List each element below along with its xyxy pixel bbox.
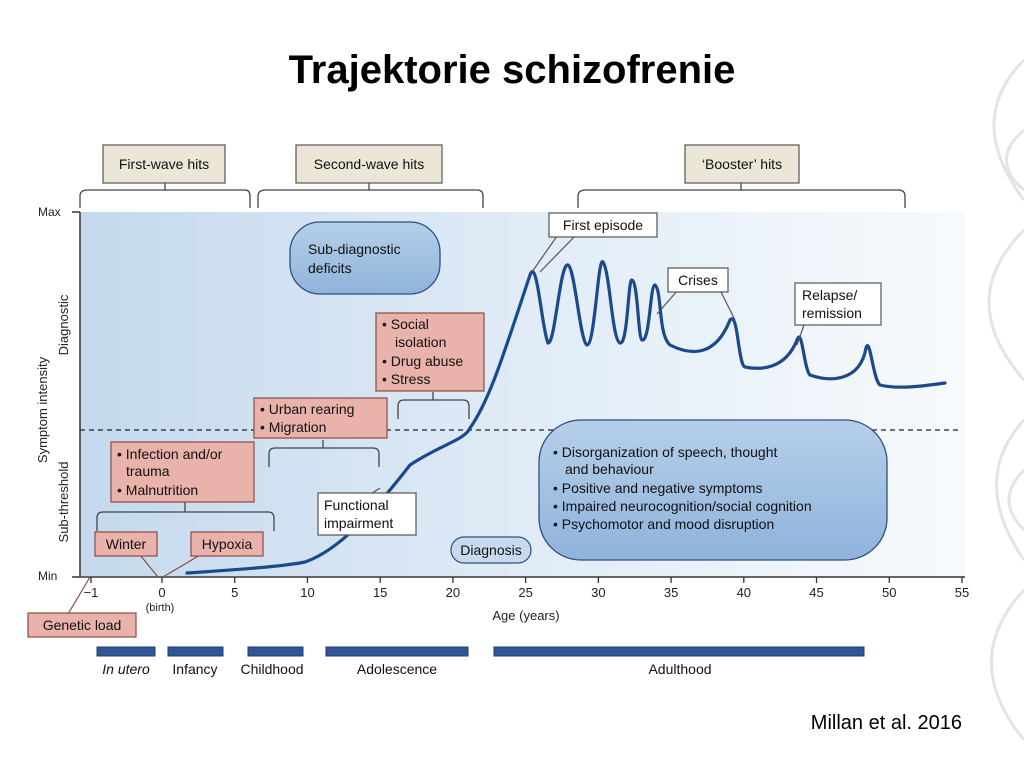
subdiagnostic-label-2: deficits: [308, 260, 352, 276]
functional-label-2: impairment: [324, 515, 393, 531]
stage-adulthood: Adulthood: [648, 661, 711, 677]
first-wave-label: First-wave hits: [119, 156, 209, 172]
diagnosis-label: Diagnosis: [460, 542, 521, 558]
hypoxia-label: Hypoxia: [202, 536, 253, 552]
diagnosis-pill: [450, 536, 532, 564]
trajectory-curve: [185, 260, 947, 575]
relapse-label-2: remission: [802, 305, 862, 321]
x-tick-label: 25: [518, 585, 532, 600]
x-tick-label: 50: [882, 585, 896, 600]
x-tick-label: −1: [84, 585, 99, 600]
y-subthreshold-label: Sub-threshold: [56, 462, 71, 543]
stage-infancy: Infancy: [172, 661, 217, 677]
crises-label: Crises: [678, 272, 718, 288]
second-wave-label: Second-wave hits: [314, 156, 425, 172]
citation: Millan et al. 2016: [810, 712, 962, 734]
x-tick-label: 40: [737, 585, 751, 600]
genetic-load-label: Genetic load: [43, 617, 122, 633]
stage-in-utero: In utero: [102, 661, 150, 677]
urban-box: [253, 397, 388, 439]
x-tick-label: 45: [809, 585, 823, 600]
symptoms-pill: [538, 419, 888, 561]
relapse-box: [794, 282, 882, 326]
slide-title: Trajektorie schizofrenie: [288, 48, 736, 92]
y-diagnostic-label: Diagnostic: [56, 294, 71, 355]
first-episode-box: [548, 212, 658, 238]
booster-box: [684, 144, 800, 184]
symptom-line-5: • Psychomotor and mood disruption: [553, 516, 774, 532]
genetic-load-box: [27, 612, 137, 638]
functional-label-1: Functional: [324, 497, 389, 513]
symptom-line-2: and behaviour: [565, 461, 654, 477]
infection-line-1: • Infection and/or: [117, 446, 223, 462]
birth-note: (birth): [146, 602, 175, 614]
decorative-pattern: [987, 58, 1024, 741]
y-axis-title: Symptom intensity: [35, 356, 50, 463]
social-line-2: isolation: [395, 334, 446, 350]
hit-brackets: [79, 183, 906, 208]
stage-adolescence: Adolescence: [357, 661, 437, 677]
crises-box: [667, 267, 729, 293]
x-tick-label: 15: [373, 585, 387, 600]
subdiagnostic-label-1: Sub-diagnostic: [308, 241, 401, 257]
subdiagnostic-pill: [289, 221, 441, 295]
y-max-label: Max: [38, 205, 61, 219]
social-box: [375, 312, 485, 392]
social-line-4: • Stress: [382, 371, 430, 387]
y-min-label: Min: [38, 569, 57, 583]
winter-box: [94, 531, 158, 557]
symptom-line-3: • Positive and negative symptoms: [553, 480, 763, 496]
life-stage-bars: [96, 646, 865, 657]
symptom-line-4: • Impaired neurocognition/social cogniti…: [553, 498, 812, 514]
functional-impairment-box: [317, 492, 417, 536]
risk-brackets: [96, 392, 470, 531]
x-ticks: −1 0 5 10 15 20 25 30 35 40 45 50 55: [84, 577, 969, 600]
x-tick-label: 10: [300, 585, 314, 600]
x-tick-label: 20: [446, 585, 460, 600]
x-tick-label: 0: [158, 585, 165, 600]
infection-line-3: • Malnutrition: [117, 482, 198, 498]
booster-label: ‘Booster’ hits: [702, 156, 782, 172]
urban-line-1: • Urban rearing: [260, 401, 354, 417]
stage-childhood: Childhood: [240, 661, 303, 677]
x-tick-label: 55: [955, 585, 969, 600]
second-wave-box: [295, 144, 443, 184]
winter-label: Winter: [106, 536, 147, 552]
social-line-3: • Drug abuse: [382, 353, 463, 369]
x-tick-label: 35: [664, 585, 678, 600]
social-line-1: • Social: [382, 316, 429, 332]
x-axis-title: Age (years): [492, 608, 559, 623]
symptom-line-1: • Disorganization of speech, thought: [553, 444, 777, 460]
infection-line-2: trauma: [126, 463, 170, 479]
hypoxia-box: [190, 531, 264, 557]
first-episode-label: First episode: [563, 217, 643, 233]
x-tick-label: 30: [591, 585, 605, 600]
x-tick-label: 5: [231, 585, 238, 600]
urban-line-2: • Migration: [260, 419, 326, 435]
infection-box: [110, 441, 255, 503]
first-wave-box: [102, 144, 226, 184]
relapse-label-1: Relapse/: [802, 287, 857, 303]
